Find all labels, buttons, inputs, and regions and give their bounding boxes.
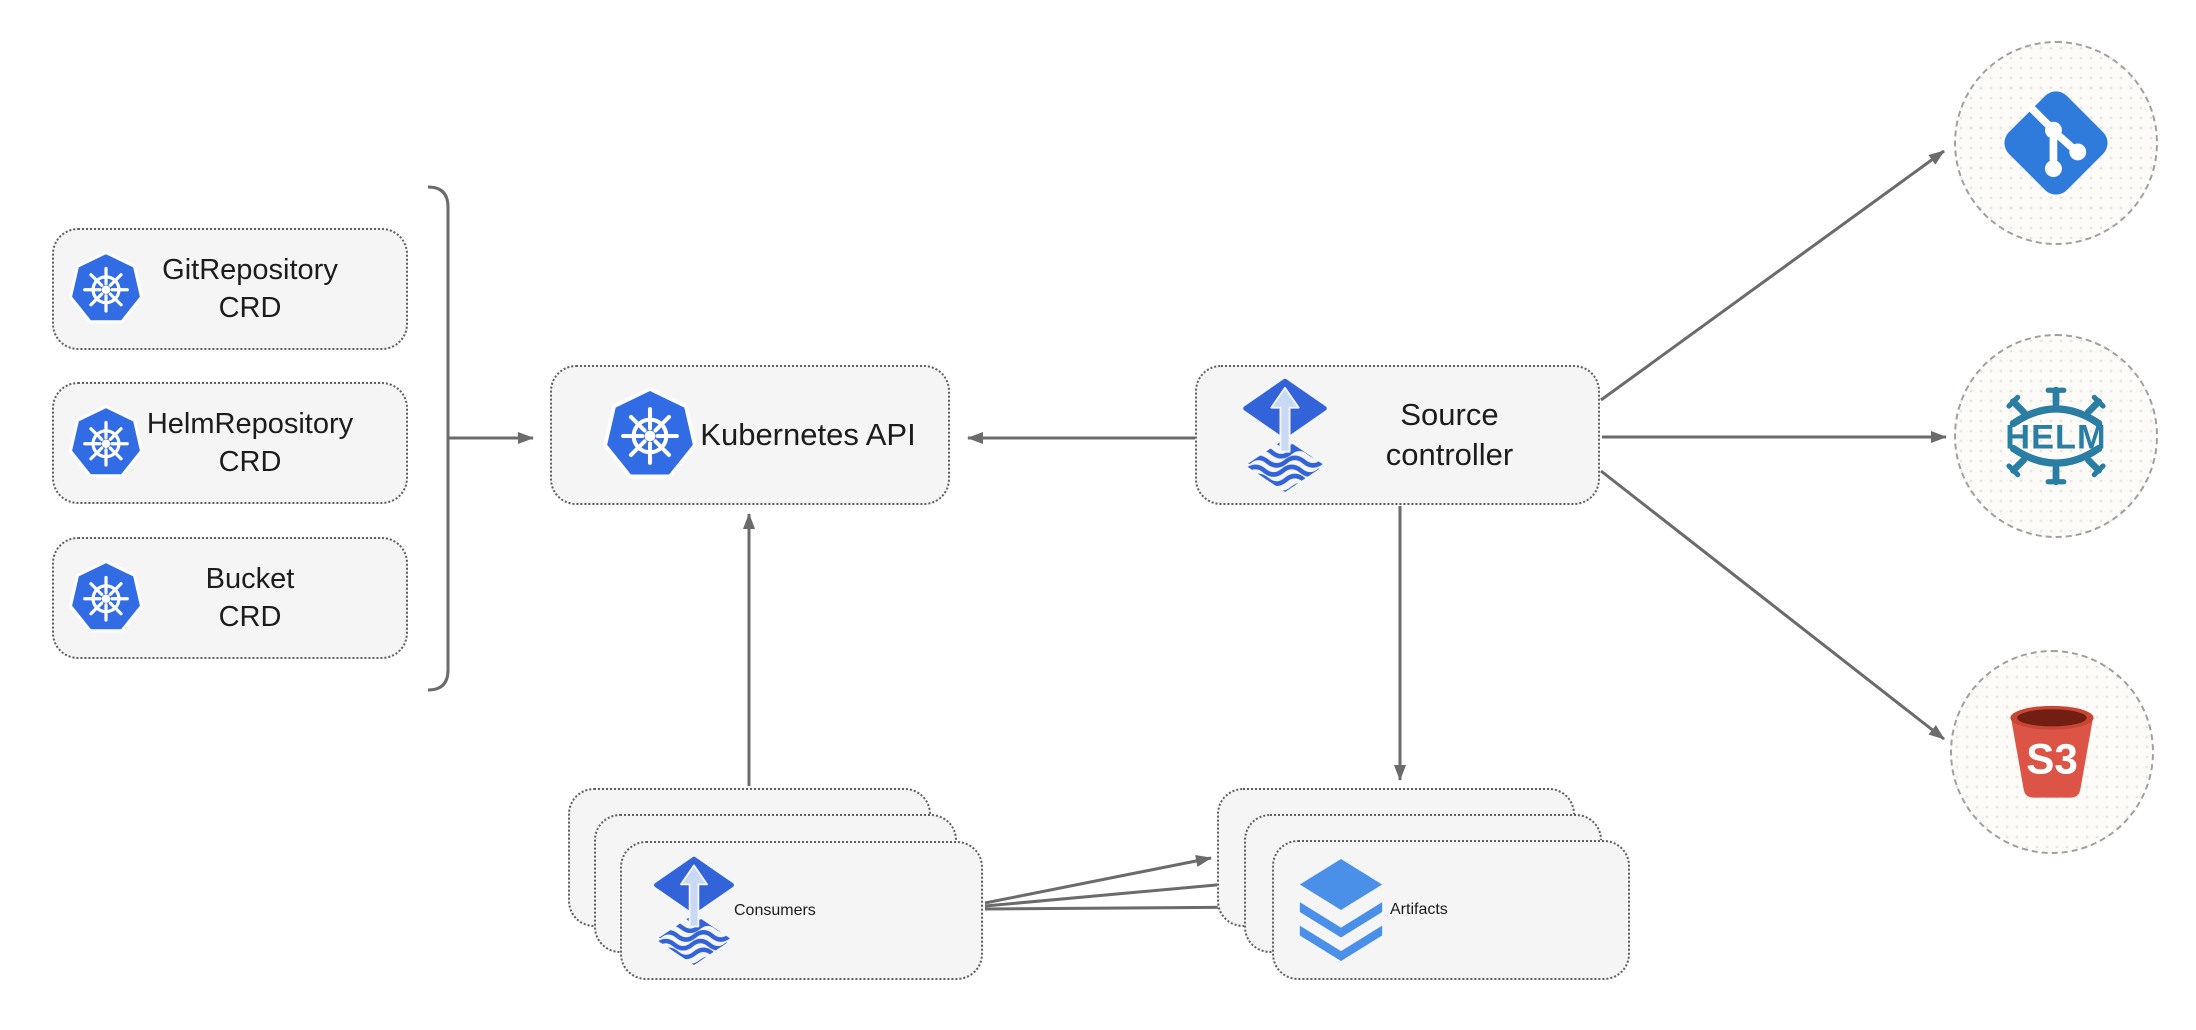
node-source-controller: Source controller [1195, 365, 1600, 505]
crd-group-bracket [427, 185, 450, 692]
kubernetes-icon [602, 387, 698, 483]
node-artifacts: Artifacts [1272, 840, 1630, 980]
node-gitrepository-crd: GitRepository CRD [52, 228, 408, 350]
helm-icon: HELM [1994, 384, 2118, 488]
helm-logo-text: HELM [2005, 418, 2106, 456]
s3-icon: S3 [1995, 695, 2109, 809]
kubernetes-icon [68, 405, 144, 481]
node-label: Source controller [1385, 397, 1514, 472]
node-consumers: Consumers [620, 841, 983, 980]
endpoint-git-remote [1954, 41, 2158, 245]
layers-icon [1292, 857, 1390, 963]
kubernetes-icon [68, 251, 144, 327]
arrow-consumers-to-artifacts-2 [984, 878, 1239, 908]
arrow-consumers-to-artifacts-1 [984, 855, 1212, 905]
node-label: HelmRepository CRD [146, 408, 354, 478]
kubernetes-icon [68, 560, 144, 636]
node-kubernetes-api: Kubernetes API [550, 365, 950, 505]
endpoint-helm-repository: HELM [1954, 334, 2158, 538]
node-label: Consumers [734, 901, 816, 919]
node-helmrepository-crd: HelmRepository CRD [52, 382, 408, 504]
git-icon [1992, 79, 2120, 207]
node-label: Artifacts [1390, 901, 1448, 918]
flux-icon [1243, 378, 1327, 492]
arrow-source-controller-to-git [1600, 149, 1945, 402]
endpoint-s3-bucket: S3 [1950, 650, 2154, 854]
arrow-source-controller-to-s3 [1600, 469, 1945, 741]
node-label: Kubernetes API [700, 417, 916, 452]
flux-icon [654, 856, 734, 965]
node-label: Bucket CRD [205, 563, 295, 633]
node-label: GitRepository CRD [162, 254, 338, 324]
s3-logo-text: S3 [2026, 736, 2078, 783]
node-bucket-crd: Bucket CRD [52, 537, 408, 659]
